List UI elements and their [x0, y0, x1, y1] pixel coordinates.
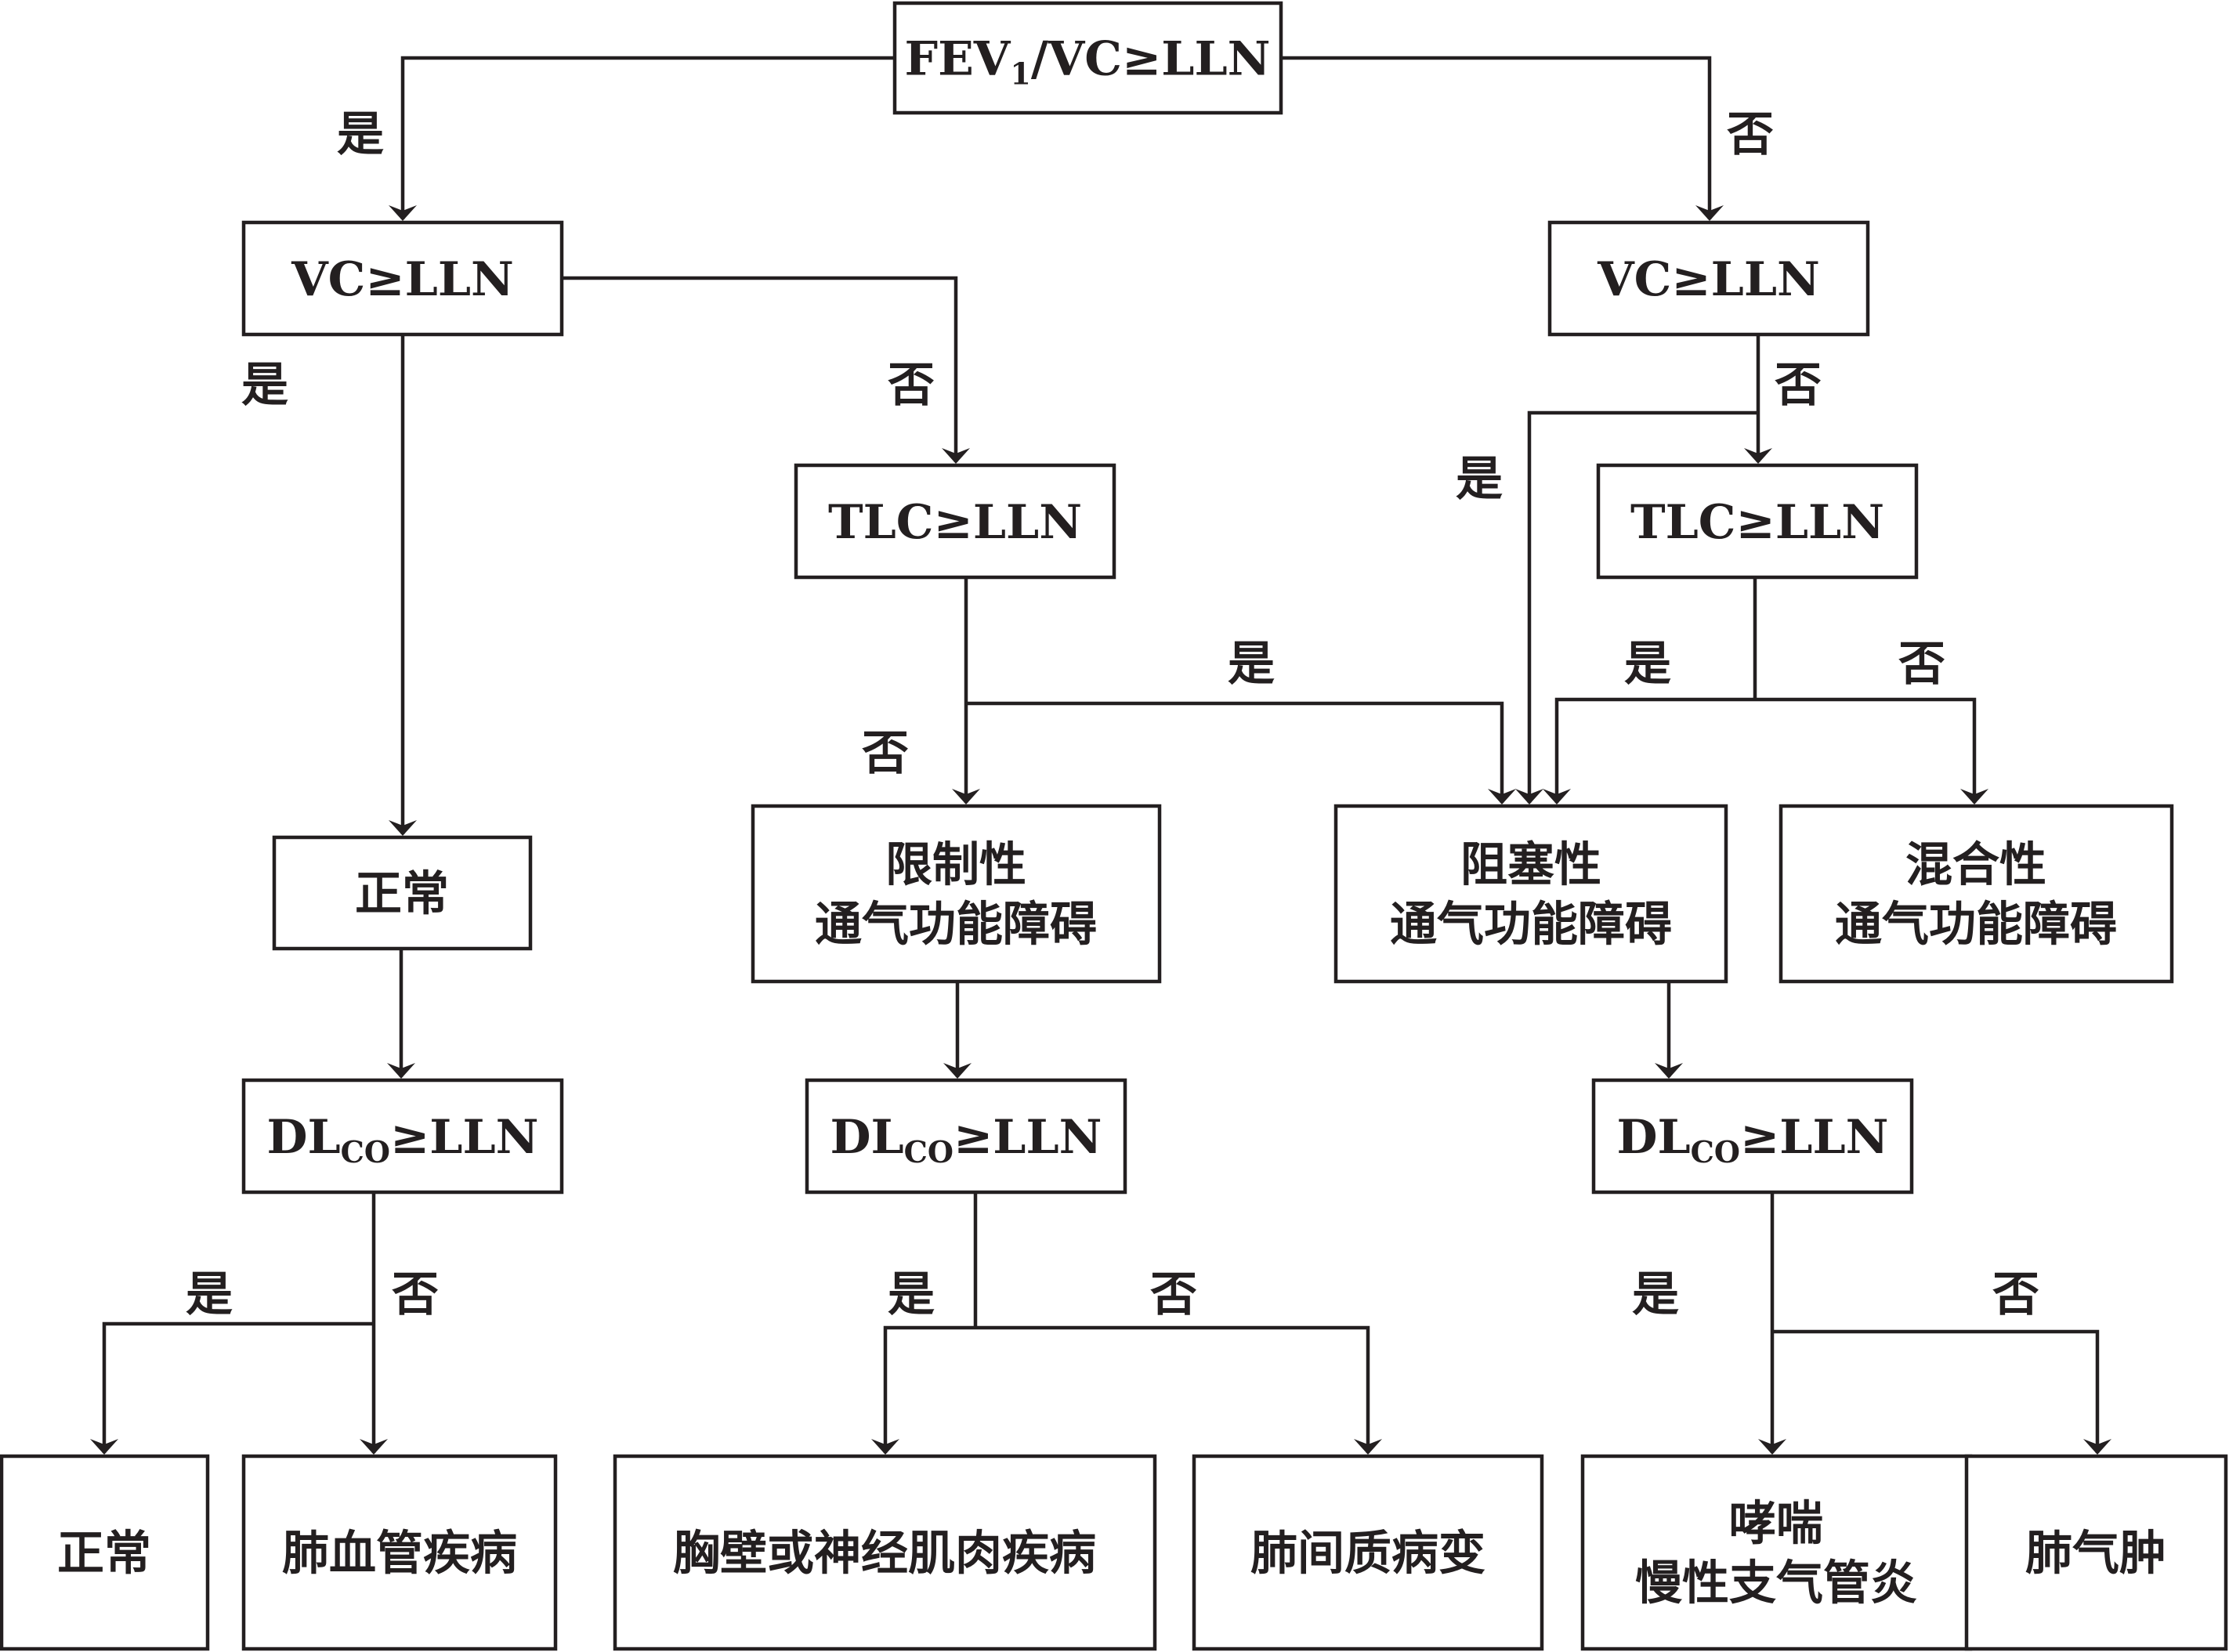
node-label-line: 哮喘 [1729, 1497, 1823, 1552]
node-mixed: 混合性通气功能障碍 [1778, 804, 2174, 984]
label-root-yes: 是 [337, 107, 384, 162]
edge-vc-right-to-obstructive [1515, 410, 1758, 804]
node-leaf-normal-text: 正常 [57, 1527, 151, 1582]
node-label-line: 通气功能障碍 [1835, 898, 2117, 953]
node-tlc-right-text: TLC≥LLN [1630, 495, 1884, 550]
node-obstructive-text: 阻塞性通气功能障碍 [1390, 838, 1672, 953]
connectors [90, 56, 2111, 1455]
label-dlco-mid-no: 否 [1150, 1267, 1197, 1322]
label-vc-right-yes: 是 [1456, 452, 1503, 507]
label-tlc-mid-yes: 是 [1228, 637, 1275, 692]
node-obstructive: 阻塞性通气功能障碍 [1333, 804, 1728, 984]
node-dlco-left-text: DLCO≥LLN [266, 1110, 538, 1169]
node-label-line: 阻塞性 [1460, 838, 1601, 893]
node-tlc-mid-text: TLC≥LLN [828, 495, 1082, 550]
edge-root-to-vc-right [1281, 56, 1724, 221]
node-leaf-chest-wall: 胸壁或神经肌肉疾病 [613, 1454, 1157, 1651]
node-label-line: 通气功能障碍 [815, 898, 1097, 953]
edge-dlco-left-to-normal [90, 1321, 374, 1455]
node-label-line: TLC≥LLN [1630, 495, 1884, 550]
label-dlco-mid-yes: 是 [888, 1267, 935, 1322]
edge-root-to-vc-left [389, 56, 895, 221]
node-label-line: 正常 [57, 1527, 151, 1582]
node-normal-text: 正常 [355, 867, 449, 922]
edge-tlc-right-to-obstructive [1543, 697, 1755, 804]
node-label-line: DLCO≥LLN [830, 1110, 1102, 1169]
edge-dlco-mid-to-ild [975, 1325, 1382, 1455]
node-label-line: 胸壁或神经肌肉疾病 [673, 1527, 1096, 1582]
node-label-line: VC≥LLN [291, 252, 514, 307]
node-label-line: 正常 [355, 867, 449, 922]
label-vc-left-yes: 是 [241, 358, 288, 413]
node-tlc-mid: TLC≥LLN [794, 463, 1116, 580]
node-dlco-mid: DLCO≥LLN [805, 1078, 1127, 1195]
node-restrictive: 限制性通气功能障碍 [751, 804, 1162, 984]
node-leaf-vascular-text: 肺血管疾病 [282, 1527, 517, 1582]
label-dlco-right-yes: 是 [1632, 1267, 1679, 1322]
label-tlc-right-no: 否 [1898, 637, 1945, 692]
node-vc-left-text: VC≥LLN [291, 252, 514, 307]
node-leaf-emphysema: 肺气肿 [1964, 1454, 2228, 1651]
label-dlco-left-yes: 是 [186, 1267, 233, 1322]
node-leaf-asthma-text: 哮喘慢性支气管炎 [1635, 1497, 1917, 1611]
label-root-no: 否 [1727, 107, 1774, 162]
label-dlco-left-no: 否 [392, 1267, 439, 1322]
node-dlco-right: DLCO≥LLN [1591, 1078, 1914, 1195]
node-dlco-mid-text: DLCO≥LLN [830, 1110, 1102, 1169]
node-leaf-interstitial: 肺间质病变 [1192, 1454, 1544, 1651]
edge-vc-left-to-tlc-mid [562, 276, 970, 464]
node-restrictive-text: 限制性通气功能障碍 [815, 838, 1097, 953]
node-label-line: 肺间质病变 [1250, 1527, 1485, 1582]
node-label-line: FEV1/VC≥LLN [904, 32, 1270, 92]
node-leaf-ild-text: 肺间质病变 [1250, 1527, 1485, 1582]
label-vc-left-no: 否 [888, 358, 935, 413]
node-label-line: DLCO≥LLN [266, 1110, 538, 1169]
node-dlco-left: DLCO≥LLN [241, 1078, 564, 1195]
node-leaf-chestwall-text: 胸壁或神经肌肉疾病 [673, 1527, 1096, 1582]
label-dlco-right-no: 否 [1992, 1267, 2039, 1322]
node-label-line: 通气功能障碍 [1390, 898, 1672, 953]
node-mixed-text: 混合性通气功能障碍 [1835, 838, 2117, 953]
node-root-text: FEV1/VC≥LLN [904, 32, 1270, 92]
node-label-line: TLC≥LLN [828, 495, 1082, 550]
node-leaf-asthma-bronchitis: 哮喘慢性支气管炎 [1580, 1454, 1973, 1651]
node-vc-right: VC≥LLN [1547, 220, 1870, 337]
node-label-line: 慢性支气管炎 [1635, 1556, 1917, 1611]
label-tlc-mid-no: 否 [862, 726, 909, 781]
edge-tlc-right-to-mixed [1755, 697, 1988, 804]
node-tlc-right: TLC≥LLN [1596, 463, 1919, 580]
node-dlco-right-text: DLCO≥LLN [1616, 1110, 1888, 1169]
node-label-line: DLCO≥LLN [1616, 1110, 1888, 1169]
edge-tlc-mid-to-obstructive [966, 701, 1516, 804]
node-leaf-pulmonary-vascular: 肺血管疾病 [241, 1454, 558, 1651]
node-normal: 正常 [272, 835, 533, 951]
node-leaf-emphysema-text: 肺气肿 [2025, 1527, 2166, 1582]
edge-labels: 是 否 是 否 是 否 是 否 是 否 是 否 是 否 是 否 [186, 107, 2039, 1322]
node-vc-right-text: VC≥LLN [1597, 252, 1820, 307]
node-vc-left: VC≥LLN [241, 220, 564, 337]
label-tlc-right-yes: 是 [1624, 637, 1671, 692]
edge-dlco-right-to-emphysema [1772, 1329, 2111, 1455]
node-label-line: 肺血管疾病 [282, 1527, 517, 1582]
node-label-line: 肺气肿 [2025, 1527, 2166, 1582]
node-label-line: 限制性 [885, 838, 1026, 893]
node-root-fev1-vc: FEV1/VC≥LLN [892, 1, 1283, 115]
label-vc-right-no: 否 [1775, 358, 1822, 413]
node-leaf-normal: 正常 [0, 1454, 210, 1651]
edge-dlco-mid-to-chestwall [871, 1325, 975, 1455]
node-label-line: 混合性 [1905, 838, 2046, 893]
node-label-line: VC≥LLN [1597, 252, 1820, 307]
